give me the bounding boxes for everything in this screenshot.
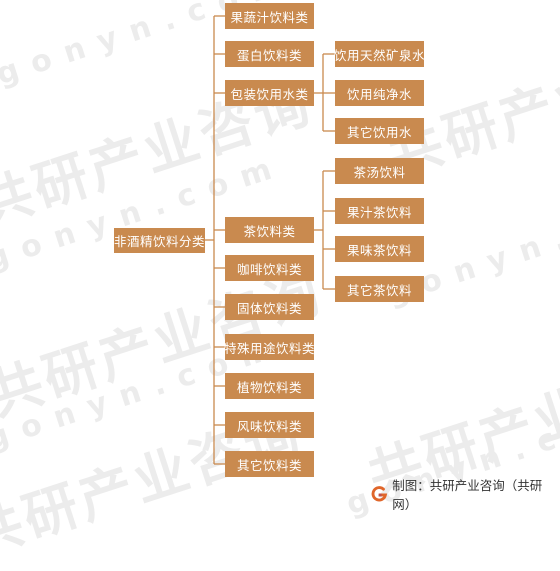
category-node: 茶饮料类 xyxy=(225,217,314,243)
subtype-node: 饮用纯净水 xyxy=(335,80,424,106)
category-node: 咖啡饮料类 xyxy=(225,255,314,281)
subtype-node: 果汁茶饮料 xyxy=(335,198,424,224)
category-node: 风味饮料类 xyxy=(225,412,314,438)
subtype-node: 果味茶饮料 xyxy=(335,236,424,262)
subtype-node: 饮用天然矿泉水 xyxy=(334,41,425,67)
category-node: 固体饮料类 xyxy=(225,294,314,320)
category-node: 包装饮用水类 xyxy=(225,80,314,106)
caption-text: 制图：共研产业咨询（共研网） xyxy=(392,478,543,512)
connector-lines xyxy=(205,15,335,465)
category-node: 植物饮料类 xyxy=(225,373,314,399)
category-node: 蛋白饮料类 xyxy=(225,41,314,67)
gonyn-logo-icon xyxy=(371,486,388,502)
subtype-node: 其它饮用水 xyxy=(335,118,424,144)
category-node: 其它饮料类 xyxy=(225,451,314,477)
subtype-node: 其它茶饮料 xyxy=(335,276,424,302)
subtype-node: 茶汤饮料 xyxy=(335,158,424,184)
category-node: 特殊用途饮料类 xyxy=(224,334,315,360)
root-node: 非酒精饮料分类 xyxy=(114,228,205,253)
category-node: 果蔬汁饮料类 xyxy=(225,3,314,29)
source-caption: 制图：共研产业咨询（共研网） xyxy=(371,478,560,512)
